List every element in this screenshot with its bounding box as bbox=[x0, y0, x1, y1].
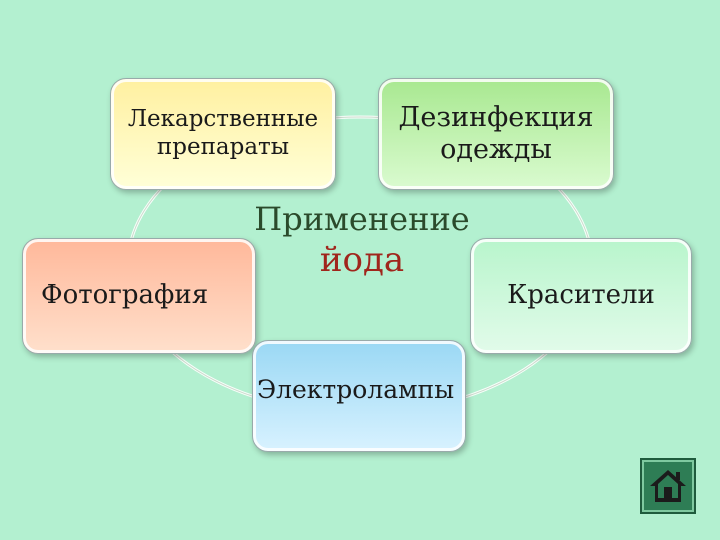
node-photography-label: Фотография bbox=[41, 280, 209, 311]
node-medicine: Лекарственные препараты bbox=[110, 78, 336, 190]
node-disinfection-line2: одежды bbox=[440, 134, 552, 165]
node-lamps-label: Электролампы bbox=[257, 375, 455, 404]
node-lamps: Электролампы bbox=[252, 340, 466, 452]
node-medicine-line1: Лекарственные bbox=[127, 106, 319, 133]
node-disinfection: Дезинфекция одежды bbox=[378, 78, 614, 190]
node-dyes-label: Красители bbox=[507, 280, 655, 311]
node-dyes: Красители bbox=[470, 238, 692, 354]
node-medicine-line2: препараты bbox=[156, 134, 290, 160]
center-title-line2: йода bbox=[319, 240, 405, 281]
node-photography: Фотография bbox=[22, 238, 256, 354]
node-disinfection-line1: Дезинфекция bbox=[398, 101, 594, 133]
home-icon bbox=[650, 470, 686, 502]
home-button[interactable] bbox=[640, 458, 696, 514]
center-title: Применение йода bbox=[252, 200, 472, 283]
center-title-line1: Применение bbox=[254, 200, 470, 238]
